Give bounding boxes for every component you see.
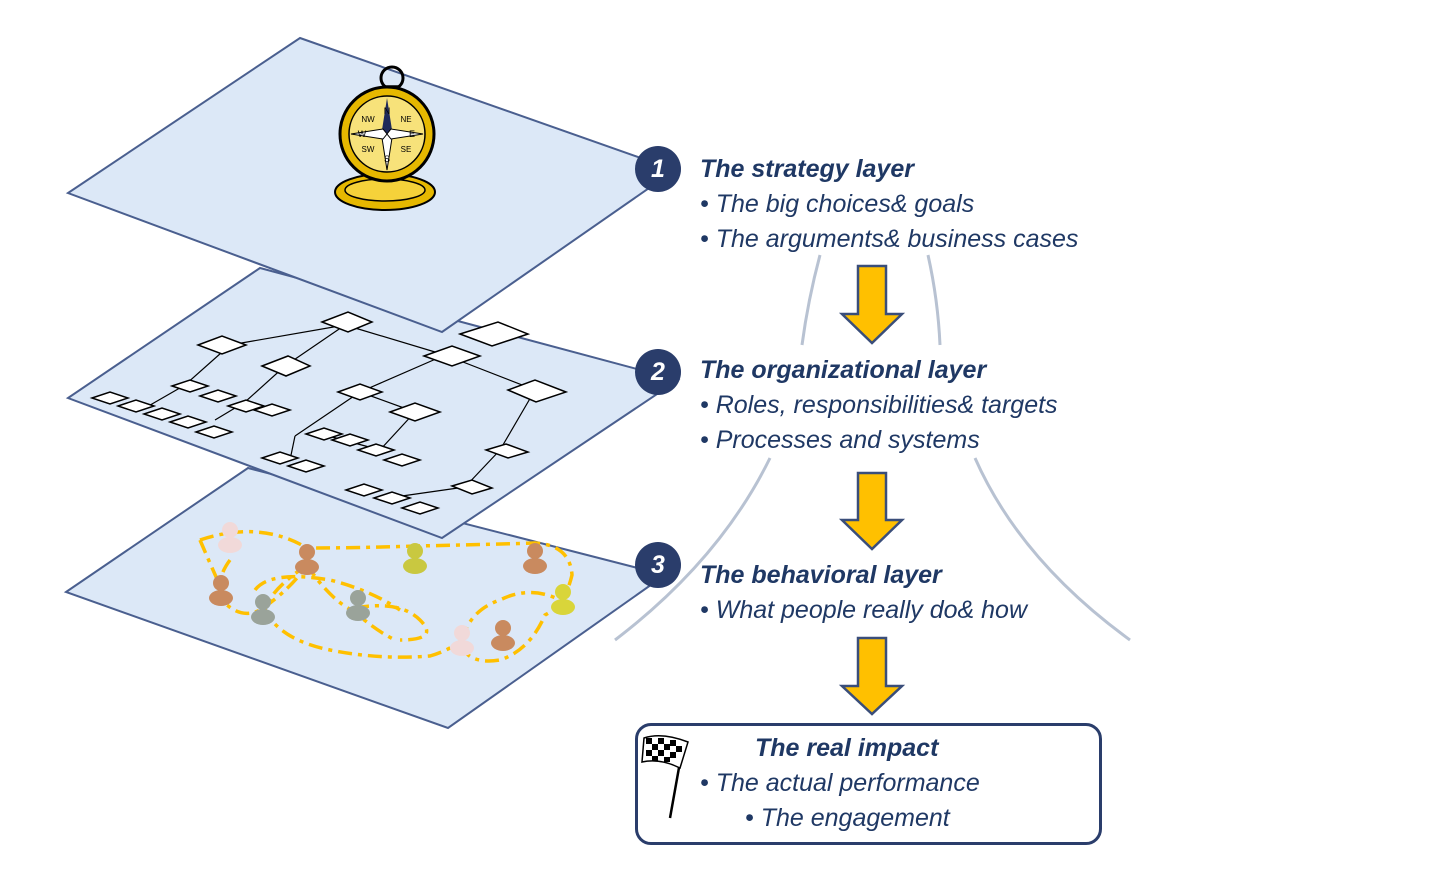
org-chart <box>89 311 569 515</box>
layer-1-badge: 1 <box>635 146 681 192</box>
person-orange-3 <box>209 575 233 606</box>
funnel-curve-bottom-left <box>614 457 772 642</box>
strategy-layer-heading: The strategy layer <box>700 155 914 183</box>
compass-n: N <box>384 106 391 116</box>
organizational-bullet-2: • Processes and systems <box>700 426 980 454</box>
compass-icon: N NE E SE S SW W NW <box>334 65 436 211</box>
organizational-bullet-1: • Roles, responsibilities& targets <box>700 391 1058 419</box>
impact-box <box>635 723 1102 845</box>
strategy-bullet-1: • The big choices& goals <box>700 190 975 218</box>
behavioral-bullet-1: • What people really do& how <box>700 596 1028 624</box>
person-grey-2 <box>346 590 370 621</box>
person-orange-4 <box>491 620 515 651</box>
compass-s: S <box>384 154 390 164</box>
impact-heading: The real impact <box>755 734 939 762</box>
compass-e: E <box>409 129 415 139</box>
person-yellow-2 <box>551 584 575 615</box>
layer-2-badge: 2 <box>635 349 681 395</box>
layer-3-badge: 3 <box>635 542 681 588</box>
behavioral-layer-heading: The behavioral layer <box>700 561 942 589</box>
organizational-layer-heading: The organizational layer <box>700 356 987 384</box>
compass-ne: NE <box>400 115 411 124</box>
person-grey-1 <box>251 594 275 625</box>
person-orange-2 <box>523 543 547 574</box>
compass-se: SE <box>401 145 412 154</box>
person-orange-1 <box>295 544 319 575</box>
impact-bullet-2: • The engagement <box>745 804 950 832</box>
funnel-curve-top-left <box>800 254 822 346</box>
person-pink-1 <box>218 522 242 553</box>
compass-sw: SW <box>362 145 375 154</box>
impact-bullet-1: • The actual performance <box>700 769 980 797</box>
organizational-layer-plane <box>65 266 681 540</box>
down-arrow-1 <box>838 264 906 345</box>
strategy-bullet-2: • The arguments& business cases <box>700 225 1079 253</box>
down-arrow-2 <box>838 471 906 551</box>
down-arrow-3 <box>838 636 906 716</box>
funnel-curve-top-right <box>926 254 942 346</box>
compass-w: W <box>358 129 367 139</box>
funnel-curve-bottom-right <box>973 457 1131 642</box>
person-pink-2 <box>450 625 474 656</box>
checkered-flag-icon <box>641 735 689 819</box>
person-yellow-1 <box>403 543 427 574</box>
compass-nw: NW <box>361 115 375 124</box>
